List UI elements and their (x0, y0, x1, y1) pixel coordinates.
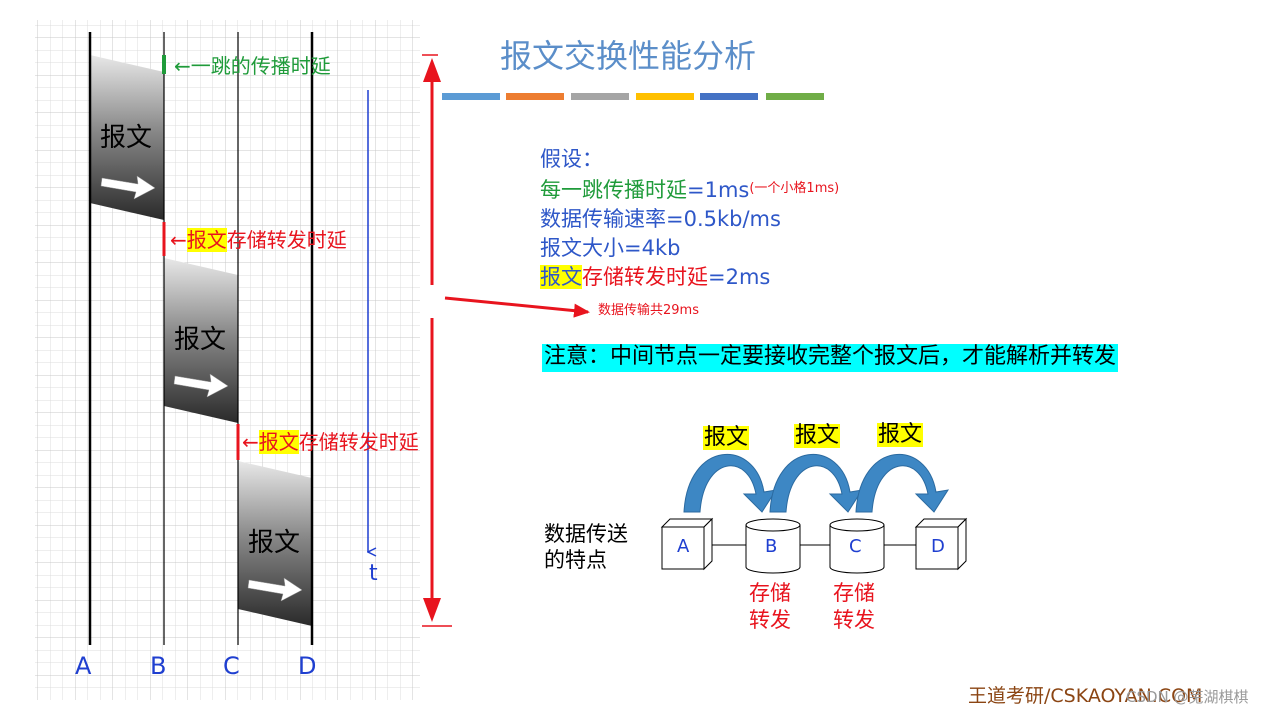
node-d-label: D (931, 536, 945, 557)
store-delay-label-1: ←报文存储转发时延 (170, 228, 347, 252)
router-c-function: 存储 转发 (833, 580, 875, 634)
store-delay-arrow: ← (170, 228, 187, 252)
hop-arrow-icon (769, 454, 864, 513)
node-label-b: B (150, 652, 167, 680)
hop-label-1: 报文 (703, 425, 750, 450)
attention-note: 注意：中间节点一定要接收完整个报文后，才能解析并转发 (542, 344, 1119, 372)
store-delay-highlight: 报文 (258, 430, 299, 454)
prop-delay-note: (一个小格1ms) (749, 181, 840, 196)
title-bar-4 (636, 93, 694, 100)
footer-brand: 王道考研/CSKAOYAN.COM (968, 685, 1203, 707)
title-bar-6 (766, 93, 824, 100)
router-b-function-line1: 存储 (749, 581, 791, 605)
host-d-icon (914, 517, 968, 571)
node-label-a: A (75, 652, 92, 680)
total-time-note: 数据传输共29ms (598, 303, 699, 318)
page-title: 报文交换性能分析 (500, 37, 757, 75)
store-delay-text: 存储转发时延 (298, 430, 419, 454)
footer-credit: CSDN @芜湖棋棋 (1126, 688, 1249, 706)
title-bar-3 (571, 93, 629, 100)
store-delay-highlight: 报文 (540, 265, 582, 289)
hop-arrow-icon (683, 454, 778, 513)
hop-arrow-icon (855, 454, 950, 513)
store-delay-highlight: 报文 (186, 228, 227, 252)
store-delay-term: 存储转发时延 (582, 265, 708, 289)
prop-delay-value: =1ms (687, 178, 750, 202)
store-delay-text: 存储转发时延 (226, 228, 347, 252)
total-note-arrow (444, 296, 590, 318)
store-delay-arrow: ← (242, 430, 259, 454)
assumption-prop-delay: 每一跳传播时延=1ms(一个小格1ms) (540, 174, 839, 205)
title-bar-1 (442, 93, 500, 100)
span-arrow-bottom (423, 598, 441, 622)
message-block-1 (90, 55, 164, 220)
message-arrow-icon (173, 373, 229, 398)
router-b-icon (745, 518, 801, 574)
span-arrow-top (423, 58, 441, 82)
node-label-d: D (298, 652, 317, 680)
assumption-store-delay: 报文存储转发时延=2ms (540, 263, 839, 292)
prop-delay-term: 每一跳传播时延 (540, 178, 687, 202)
router-b-function: 存储 转发 (749, 580, 791, 634)
message-arrow-icon (100, 175, 156, 200)
assumption-size: 报文大小=4kb (540, 236, 681, 260)
router-c-function-line1: 存储 (833, 581, 875, 605)
router-c-function-line2: 转发 (833, 608, 875, 632)
prop-delay-label: ←一跳的传播时延 (174, 54, 331, 78)
node-b-label: B (765, 536, 778, 557)
store-delay-label-2: ←报文存储转发时延 (242, 430, 419, 454)
node-a-label: A (677, 536, 690, 557)
assumptions-block: 假设： 每一跳传播时延=1ms(一个小格1ms) 数据传输速率=0.5kb/ms… (540, 145, 839, 292)
assumption-rate: 数据传输速率=0.5kb/ms (540, 207, 781, 231)
node-label-c: C (223, 652, 240, 680)
router-b-function-line2: 转发 (749, 608, 791, 632)
hop-label-2: 报文 (794, 423, 841, 448)
message-arrow-icon (247, 577, 303, 602)
router-c-icon (829, 518, 885, 574)
title-bar-5 (700, 93, 758, 100)
store-delay-value: =2ms (708, 265, 771, 289)
title-bar-2 (506, 93, 564, 100)
assumptions-heading: 假设： (540, 147, 603, 171)
network-caption-line1: 数据传送 (544, 522, 628, 546)
host-a-icon (660, 517, 714, 571)
message-label-3: 报文 (248, 528, 301, 558)
message-label-1: 报文 (100, 123, 153, 153)
network-caption: 数据传送 的特点 (544, 521, 628, 573)
time-axis-label: t (369, 561, 378, 586)
node-c-label: C (849, 536, 862, 557)
hop-label-3: 报文 (877, 422, 924, 447)
message-label-2: 报文 (174, 325, 227, 355)
network-caption-line2: 的特点 (544, 548, 607, 572)
